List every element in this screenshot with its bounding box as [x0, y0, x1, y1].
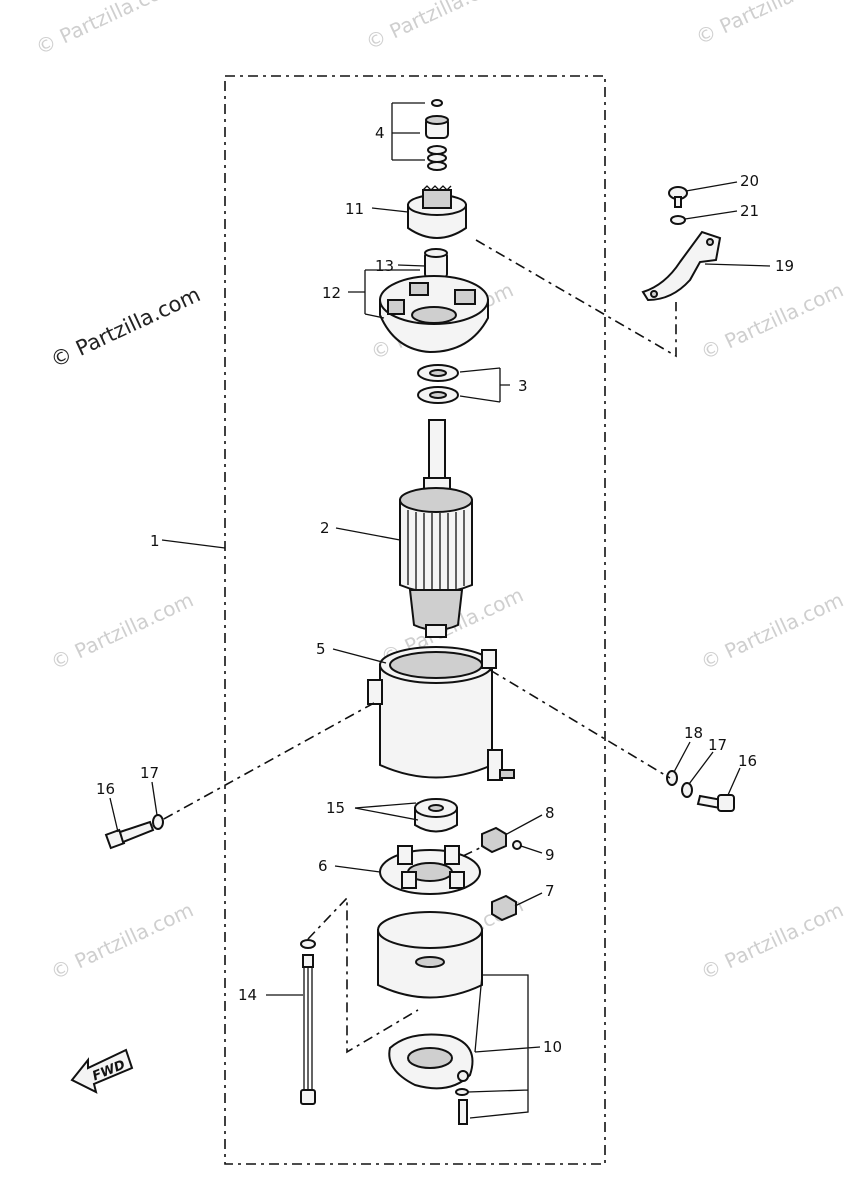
part-12-front-bracket: [379, 275, 489, 354]
callout-16-left: 16: [96, 780, 115, 798]
callout-5: 5: [316, 640, 326, 658]
callout-19: 19: [775, 257, 794, 275]
part-4-collar-stack: [425, 99, 449, 171]
callout-13: 13: [375, 257, 394, 275]
callout-2: 2: [320, 519, 330, 537]
part-14-through-bolt: [300, 939, 316, 1105]
callout-8: 8: [545, 804, 555, 822]
part-9-screw: [512, 840, 522, 850]
watermark: © Partzilla.com: [697, 588, 847, 675]
callout-12: 12: [322, 284, 341, 302]
callout-9: 9: [545, 846, 555, 864]
callout-16-right: 16: [738, 752, 757, 770]
watermark-main: © Partzilla.com: [47, 282, 204, 372]
watermark: © Partzilla.com: [692, 0, 842, 50]
part-17-washer-right: [681, 782, 693, 798]
part-5-yoke: [367, 646, 515, 781]
callout-17-right: 17: [708, 736, 727, 754]
part-15-grommet: [414, 798, 458, 833]
part-18-washer-right: [666, 770, 678, 786]
callout-18: 18: [684, 724, 703, 742]
watermark: © Partzilla.com: [362, 0, 512, 55]
watermark: © Partzilla.com: [47, 898, 197, 985]
leader-lines: [109, 102, 771, 1119]
callout-4: 4: [375, 124, 385, 142]
callout-3: 3: [518, 377, 528, 395]
part-21-washer: [670, 215, 686, 225]
watermark: © Partzilla.com: [47, 588, 197, 675]
assembly-boundary: [224, 75, 606, 1165]
part-19-bracket: [641, 230, 722, 302]
callout-14: 14: [238, 986, 257, 1004]
callout-7: 7: [545, 882, 555, 900]
callout-11: 11: [345, 200, 364, 218]
callouts: 4 11 13 12 3 2 1 5 18 17 16 17 16 15 8 9…: [96, 124, 794, 1056]
part-7-brush: [491, 894, 517, 922]
part-20-screw: [668, 186, 688, 208]
part-3-thrust-washers: [417, 364, 459, 404]
watermark: © Partzilla.com: [32, 0, 182, 60]
forward-arrow-icon: FWD: [70, 1048, 134, 1094]
callout-17-left: 17: [140, 764, 159, 782]
part-13-bushing: [424, 248, 448, 278]
watermark: © Partzilla.com: [697, 898, 847, 985]
callout-6: 6: [318, 857, 328, 875]
part-16-bolt-left: [104, 820, 155, 850]
callout-20: 20: [740, 172, 759, 190]
part-17-washer-left: [152, 814, 164, 830]
callout-15: 15: [326, 799, 345, 817]
watermark: © Partzilla.com: [697, 278, 847, 365]
callout-10: 10: [543, 1038, 562, 1056]
callout-1: 1: [150, 532, 160, 550]
part-2-armature: [399, 419, 473, 638]
part-11-pinion-gear: [407, 185, 467, 239]
part-16-bolt-right: [696, 794, 735, 812]
callout-21: 21: [740, 202, 759, 220]
part-6-brush-holder: [379, 845, 481, 895]
part-8-brush: [481, 826, 507, 854]
part-10-rear-cover: [377, 911, 483, 1125]
